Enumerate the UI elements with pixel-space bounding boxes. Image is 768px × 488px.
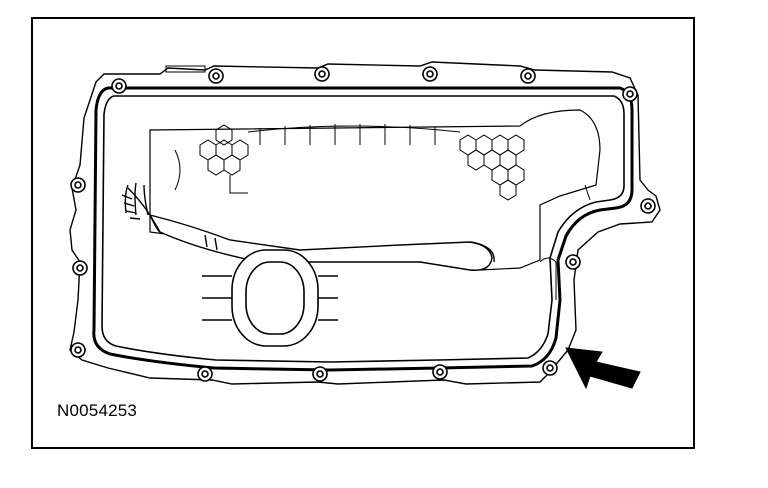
gasket-outer [92,86,634,372]
figure-id-label: N0054253 [57,401,138,420]
inner-details [165,65,591,300]
top-rib [247,124,461,145]
callout-arrow-icon [565,347,641,390]
bolt-holes [70,66,656,382]
wiring-harness [121,182,495,271]
oval-port [202,249,338,347]
housing-outer-outline [69,61,661,385]
gasket-inner [101,95,625,363]
honeycomb-ribs [199,124,525,201]
